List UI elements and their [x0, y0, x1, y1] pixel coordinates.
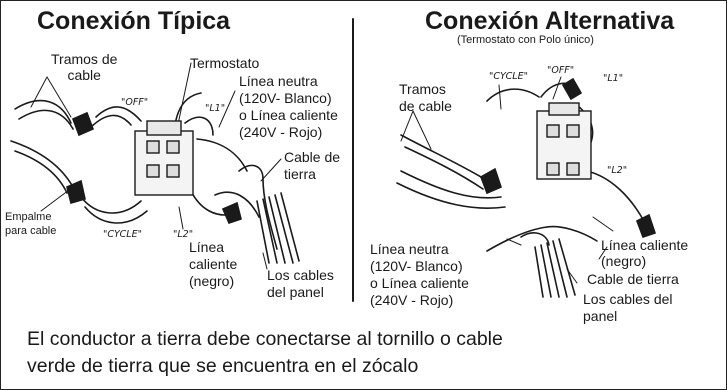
right-label-linea-caliente: Línea caliente (negro) — [601, 237, 689, 269]
right-label-tramos: Tramos de cable — [399, 81, 452, 114]
footer-line-1: El conductor a tierra debe conectarse al… — [27, 328, 503, 350]
right-label-cable-tierra: Cable de tierra — [587, 271, 679, 287]
right-thermostat — [536, 102, 592, 180]
left-label-cables-panel: Los cables del panel — [267, 267, 334, 300]
left-label-empalme: Empalme para cable — [5, 211, 57, 237]
right-tag-off: "OFF" — [547, 65, 575, 76]
footer-line-2: verde de tierra que se encuentra en el z… — [27, 355, 419, 377]
left-label-linea-neutra: Línea neutra (120V- Blanco) o Línea cali… — [239, 73, 338, 140]
right-tag-cycle: "CYCLE" — [489, 71, 528, 82]
right-wire-nuts — [480, 77, 657, 239]
right-tag-l1: "L1" — [603, 73, 624, 84]
left-tag-l1: "L1" — [205, 103, 226, 114]
left-label-linea-caliente: Línea caliente (negro) — [189, 239, 238, 289]
right-wiring — [396, 76, 646, 298]
right-label-linea-neutra: Línea neutra (120V- Blanco) o Línea cali… — [370, 241, 469, 308]
left-label-cable-tierra: Cable de tierra — [284, 149, 341, 182]
left-tag-off: "OFF" — [121, 97, 149, 108]
left-title: Conexión Típica — [37, 7, 231, 35]
right-subtitle: (Termostato con Polo único) — [457, 34, 594, 46]
left-tag-l2: "L2" — [173, 229, 194, 240]
right-label-cables-panel: Los cables del panel — [583, 291, 673, 324]
right-tag-l2: "L2" — [607, 165, 628, 176]
left-tag-cycle: "CYCLE" — [103, 229, 142, 240]
right-title: Conexión Alternativa — [425, 7, 675, 35]
left-thermostat — [134, 120, 194, 196]
left-label-termostato: Termostato — [190, 55, 260, 71]
left-wire-nuts — [66, 111, 242, 224]
left-label-tramos: Tramos de cable — [51, 51, 118, 83]
